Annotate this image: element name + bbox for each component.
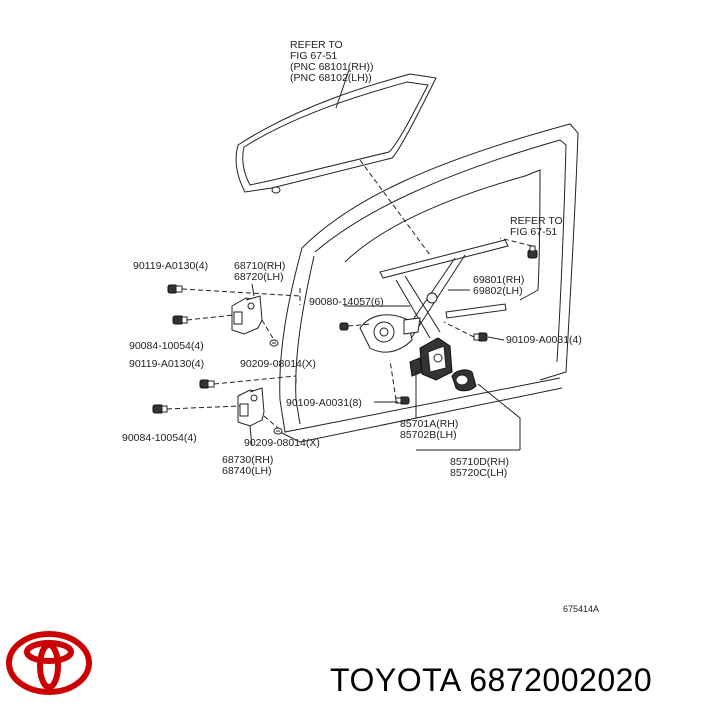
fasteners bbox=[152, 186, 538, 435]
glass-ref-line-3: (PNC 68101(RH)) bbox=[290, 61, 373, 73]
regulator-lh: 69802(LH) bbox=[473, 285, 523, 297]
door-glass bbox=[235, 69, 437, 193]
hinge-lower-lh: 68740(LH) bbox=[222, 465, 272, 477]
glass-ref-line-1: REFER TO bbox=[290, 39, 343, 51]
window-regulator bbox=[359, 239, 509, 353]
locator-lines bbox=[166, 159, 533, 429]
bolt-a-lower-label: 90119-A0130(4) bbox=[129, 358, 204, 370]
glass-ref-line-4: (PNC 68102(LH)) bbox=[290, 72, 372, 84]
logo-outer-ring bbox=[6, 631, 92, 695]
bolt-c-lower-icon bbox=[395, 396, 410, 405]
grommet-rh: 85710D(RH) bbox=[450, 456, 509, 468]
grommet bbox=[451, 369, 477, 392]
glass-clip-icon bbox=[271, 186, 281, 194]
screw-upper-icon bbox=[269, 339, 279, 347]
bolt-top-right-icon bbox=[527, 245, 538, 259]
brand-part-number: TOYOTA 6872002020 bbox=[330, 662, 653, 698]
bolt-c-lower-label: 90109-A0031(8) bbox=[286, 397, 362, 409]
clip-label: 90080-14057(6) bbox=[309, 296, 384, 308]
clip-icon bbox=[339, 322, 349, 331]
regulator-ref-line-2: FIG 67-51 bbox=[510, 226, 557, 238]
bolt-b-lower-label: 90084-10054(4) bbox=[122, 432, 197, 444]
bolt-c-right-icon bbox=[473, 332, 488, 342]
hinge-upper-rh: 68710(RH) bbox=[234, 260, 285, 272]
bolt-b-upper-label: 90084-10054(4) bbox=[129, 340, 204, 352]
leader-lines bbox=[249, 283, 521, 451]
bolt-b-lower-icon bbox=[152, 404, 168, 414]
lower-hinge bbox=[237, 387, 265, 427]
upper-hinge bbox=[231, 295, 263, 335]
logo-vertical-ring bbox=[37, 642, 61, 690]
bolt-a-lower-icon bbox=[199, 379, 215, 389]
screw-lower-label: 90209-08014(X) bbox=[244, 437, 320, 449]
screw-upper-label: 90209-08014(X) bbox=[240, 358, 316, 370]
hinge-upper-lh: 68720(LH) bbox=[234, 271, 284, 283]
motor-lh: 85702B(LH) bbox=[400, 429, 457, 441]
screw-lower-icon bbox=[273, 427, 283, 435]
motor-rh: 85701A(RH) bbox=[400, 418, 458, 430]
callout-labels: REFER TO FIG 67-51 (PNC 68101(RH)) (PNC … bbox=[122, 39, 599, 614]
grommet-lh: 85720C(LH) bbox=[450, 467, 507, 479]
bolt-a-upper-label: 90119-A0130(4) bbox=[133, 260, 208, 272]
toyota-logo-icon bbox=[6, 631, 92, 695]
hinge-lower-rh: 68730(RH) bbox=[222, 454, 273, 466]
bolt-c-right-label: 90109-A0031(4) bbox=[506, 334, 582, 346]
door-frame bbox=[279, 123, 579, 443]
bolt-a-upper-icon bbox=[167, 284, 183, 294]
bolt-b-upper-icon bbox=[172, 315, 188, 325]
regulator-ref-line-1: REFER TO bbox=[510, 215, 563, 227]
regulator-rh: 69801(RH) bbox=[473, 274, 524, 286]
regulator-motor bbox=[409, 337, 453, 381]
glass-ref-line-2: FIG 67-51 bbox=[290, 50, 337, 62]
figure-id: 675414A bbox=[563, 604, 599, 614]
